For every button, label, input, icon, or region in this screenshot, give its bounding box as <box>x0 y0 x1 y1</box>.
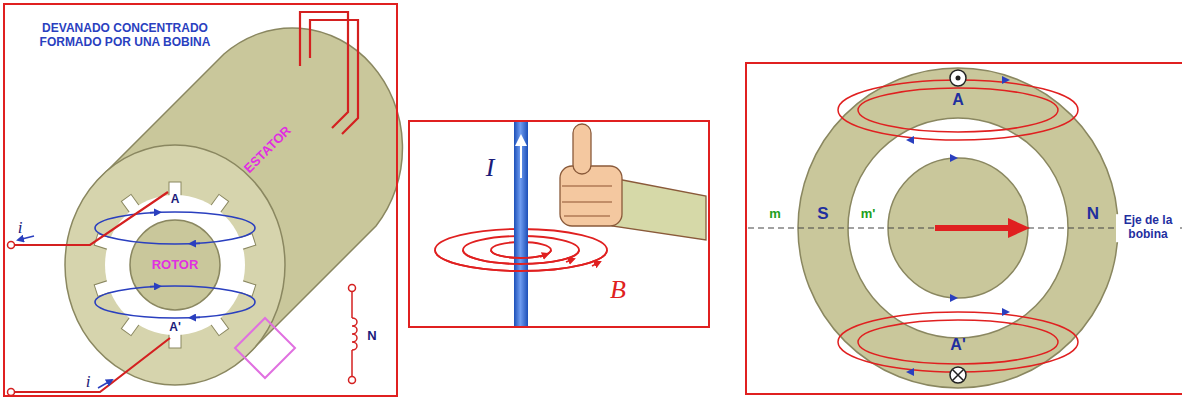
axis-label: Eje de la bobina <box>1116 214 1180 242</box>
rotor-core <box>130 220 220 310</box>
coil-wires <box>14 12 358 392</box>
conductor-in <box>950 367 966 383</box>
thumb-hand <box>560 124 706 240</box>
conductor-out <box>950 70 966 86</box>
point-label: m <box>769 207 781 222</box>
field-arrow <box>935 225 1012 231</box>
section-panel: A A' S Nm m' Eje de la bobina <box>745 62 1182 395</box>
current-label: i <box>18 218 23 238</box>
pole-label: S <box>817 204 828 224</box>
current-arrows <box>18 236 112 388</box>
part-name: ESTATOR <box>242 124 295 177</box>
slot-label: A' <box>169 321 181 335</box>
current-label: i <box>86 372 91 392</box>
slot-label: A <box>171 193 180 207</box>
slot-label: A' <box>950 336 965 354</box>
stator-slots <box>94 182 256 348</box>
terminals <box>8 242 15 396</box>
part-name: ROTOR <box>152 258 199 273</box>
rule-panel: IB <box>408 120 710 328</box>
pole-diamond <box>235 318 295 378</box>
current-arrow <box>520 140 522 178</box>
stator-cylinder <box>65 28 402 385</box>
coil-symbol <box>349 285 358 384</box>
flux-loops <box>95 212 255 318</box>
flux-lines <box>838 80 1078 372</box>
panel-title: DEVANADO CONCENTRADO FORMADO POR UNA BOB… <box>18 22 232 50</box>
point-label: m' <box>861 207 876 222</box>
conductor <box>514 122 528 326</box>
pole-label: N <box>1087 204 1099 224</box>
field-rings-front <box>435 250 607 271</box>
turns-label: N <box>367 329 376 344</box>
slot-label: A <box>952 91 964 109</box>
field-symbol: B <box>610 275 626 305</box>
winding-panel: DEVANADO CONCENTRADO FORMADO POR UNA BOB… <box>3 3 398 397</box>
current-symbol: I <box>486 153 495 183</box>
